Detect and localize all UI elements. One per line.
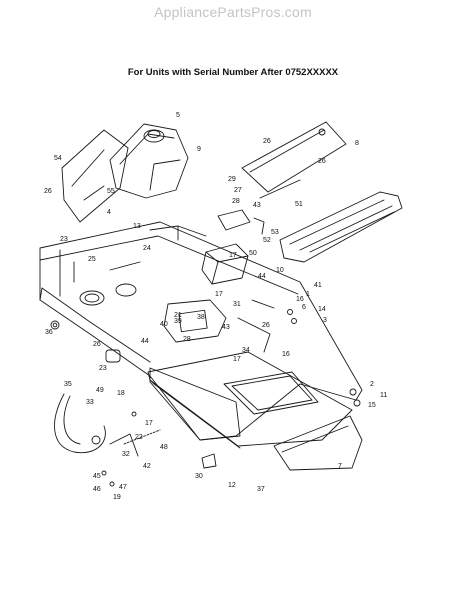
battery [201, 243, 249, 285]
callout-label: 52 [263, 237, 271, 244]
callout-label: 18 [117, 390, 125, 397]
front-apron [149, 367, 241, 441]
callout-label: 15 [368, 402, 376, 409]
callout-label: 43 [222, 324, 230, 331]
callout-label: 5 [176, 112, 180, 119]
callout-label: 41 [314, 282, 322, 289]
callout-label: 21 [174, 312, 182, 319]
callout-label: 42 [143, 463, 151, 470]
callout-label: 53 [271, 229, 279, 236]
callout-label: 16 [282, 351, 290, 358]
callout-label: 45 [93, 473, 101, 480]
callout-label: 55 [107, 188, 115, 195]
callout-label: 36 [45, 329, 53, 336]
main-frame [39, 221, 363, 441]
callout-label: 43 [253, 202, 261, 209]
callout-label: 38 [197, 314, 205, 321]
rear-skirt [273, 415, 363, 471]
callout-label: 1 [306, 291, 310, 298]
callout-label: 49 [96, 387, 104, 394]
callout-label: 22 [135, 434, 143, 441]
callout-label: 37 [257, 486, 265, 493]
callout-label: 10 [276, 267, 284, 274]
callout-label: 27 [234, 187, 242, 194]
callout-label: 3 [323, 317, 327, 324]
callout-label: 29 [228, 176, 236, 183]
callout-label: 48 [160, 444, 168, 451]
callout-label: 26 [93, 341, 101, 348]
callout-label: 44 [258, 273, 266, 280]
side-shroud [61, 129, 129, 223]
support-rod [259, 179, 301, 199]
spring [123, 429, 161, 445]
watermark: AppliancePartsPros.com [154, 4, 312, 20]
diagram-title: For Units with Serial Number After 0752X… [127, 67, 339, 78]
callout-label: 17 [229, 252, 237, 259]
callout-label: 12 [228, 482, 236, 489]
seat-grille [279, 191, 403, 263]
callout-label: 26 [263, 138, 271, 145]
callout-label: 39 [174, 318, 182, 325]
callout-label: 16 [296, 296, 304, 303]
callout-label: 26 [262, 322, 270, 329]
callout-label: 30 [195, 473, 203, 480]
callout-label: 28 [183, 336, 191, 343]
callout-label: 40 [160, 321, 168, 328]
callout-label: 6 [302, 304, 306, 311]
callout-label: 46 [93, 486, 101, 493]
callout-label: 31 [233, 301, 241, 308]
small-hardware [50, 309, 361, 487]
deck-panel [147, 351, 353, 449]
callout-label: 47 [119, 484, 127, 491]
callout-label: 2 [370, 381, 374, 388]
cable-assembly [54, 393, 139, 457]
callout-label: 25 [88, 256, 96, 263]
callout-label: 50 [249, 250, 257, 257]
callout-label: 11 [380, 392, 387, 399]
callout-label: 17 [215, 291, 223, 298]
callout-label: 17 [233, 356, 241, 363]
callout-label: 44 [141, 338, 149, 345]
callout-label: 24 [143, 245, 151, 252]
callout-label: 17 [145, 420, 153, 427]
callout-label: 23 [99, 365, 107, 372]
upper-panel [241, 121, 347, 193]
callout-label: 51 [295, 201, 303, 208]
callout-label: 14 [318, 306, 326, 313]
callout-label: 26 [44, 188, 52, 195]
callout-label: 4 [107, 209, 111, 216]
fuel-tank [109, 123, 189, 199]
callout-label: 13 [133, 223, 141, 230]
callout-label: 8 [355, 140, 359, 147]
callout-label: 33 [86, 399, 94, 406]
callout-label: 26 [318, 158, 326, 165]
callout-label: 19 [113, 494, 121, 501]
callout-label: 9 [197, 146, 201, 153]
callout-label: 54 [54, 155, 62, 162]
callout-label: 32 [122, 451, 130, 458]
callout-label: 7 [338, 463, 342, 470]
callout-label: 35 [64, 381, 72, 388]
callout-label: 34 [242, 347, 250, 354]
callout-label: 23 [60, 236, 68, 243]
callout-label: 28 [232, 198, 240, 205]
bracket [217, 209, 265, 235]
